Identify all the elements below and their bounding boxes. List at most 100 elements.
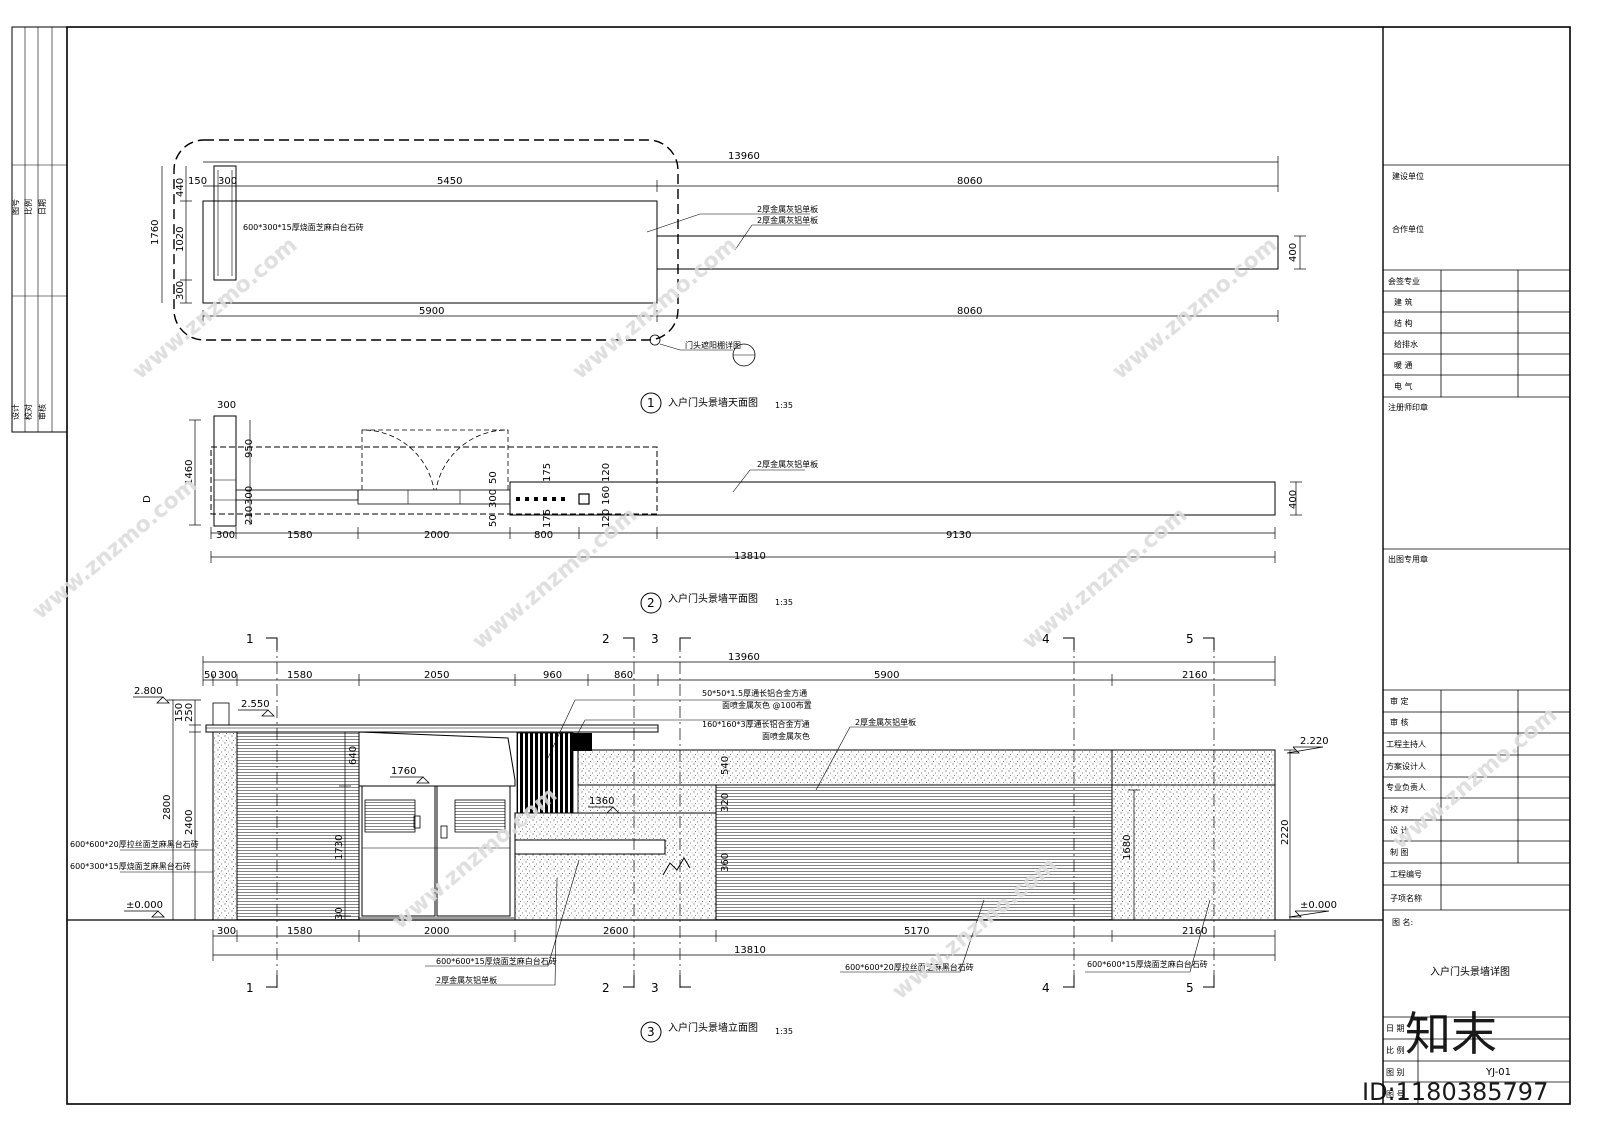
el-vd-150: 150 <box>174 703 185 722</box>
el-vd-320: 320 <box>720 793 731 812</box>
grid-5-bottom: 5 <box>1186 981 1194 995</box>
strip-bot-2: 校对 <box>23 404 33 420</box>
tb-bottom-2: 比 例 <box>1386 1045 1405 1055</box>
strip-top-1: 图号 <box>11 199 20 215</box>
p1-dim-total: 13960 <box>728 151 760 162</box>
el-vd-2400: 2400 <box>184 810 195 835</box>
p2-dim-300top: 300 <box>217 400 236 411</box>
p2-note-metal: 2厚金属灰铝单板 <box>757 459 818 469</box>
el-lvl-0-right: ±0.000 <box>1300 900 1337 911</box>
p1-note-metal2: 2厚金属灰铝单板 <box>757 215 818 225</box>
tb-role-7: 设 计 <box>1390 825 1409 835</box>
el-bdim-2160: 2160 <box>1182 926 1207 937</box>
watermark-2: www.znzmo.com <box>568 233 742 385</box>
p2-dim-300v: 300 <box>244 486 255 505</box>
p1-dim-left: 5450 <box>437 176 462 187</box>
grid-3-top: 3 <box>651 632 659 646</box>
tb-bottom-1: 日 期 <box>1386 1024 1405 1033</box>
p1-dim-bottom-right: 8060 <box>957 306 982 317</box>
el-vd-540: 540 <box>720 756 731 775</box>
el-dim-5900: 5900 <box>874 670 899 681</box>
el-dim-960: 960 <box>543 670 562 681</box>
tb-cosign: 会签专业 <box>1388 276 1420 286</box>
title-block-texts: 建设单位 合作单位 会签专业 建 筑 结 构 给排水 暖 通 电 气 注册师印章… <box>1386 171 1511 1099</box>
strip-top-2: 比例 <box>23 199 33 215</box>
el-lvl-1760: 1760 <box>391 766 416 777</box>
sheet-frame <box>11 26 1571 1105</box>
p1-dim-1760: 1760 <box>150 220 161 245</box>
watermark-1: www.znzmo.com <box>128 233 302 385</box>
watermark: www.znzmo.com www.znzmo.com www.znzmo.co… <box>28 233 1562 1106</box>
strip-bot-3: 审核 <box>37 404 47 420</box>
tb-client: 建设单位 <box>1392 171 1424 181</box>
strip-bot-1: 设计 <box>10 404 20 420</box>
tb-role-5: 专业负责人 <box>1386 782 1426 792</box>
el-lvl-2220: 2.220 <box>1300 736 1329 747</box>
el-bnote-stone2: 600*600*20厚拉丝面芝麻黑台石砖 <box>845 962 974 972</box>
p1-title: 入户门头景墙天面图 <box>668 396 758 409</box>
el-dim-total: 13960 <box>728 652 760 663</box>
el-bdim-2000: 2000 <box>424 926 449 937</box>
p2-dim-300: 300 <box>216 530 235 541</box>
grid-3-bottom: 3 <box>651 981 659 995</box>
el-bdim-1580: 1580 <box>287 926 312 937</box>
p1-dim-right: 8060 <box>957 176 982 187</box>
p2-dim-s175a: 175 <box>542 463 553 482</box>
p2-number: 2 <box>647 596 655 610</box>
grid-2-bottom: 2 <box>602 981 610 995</box>
tb-drawing-no: YJ-01 <box>1485 1067 1511 1078</box>
p2-dim-9130: 9130 <box>946 530 971 541</box>
watermark-4: www.znzmo.com <box>28 473 202 625</box>
watermark-id: ID:1180385797 <box>1362 1078 1548 1106</box>
p1-dim-300: 300 <box>218 176 237 187</box>
p2-dim-1460: 1460 <box>184 460 195 485</box>
el-dim-1580: 1580 <box>287 670 312 681</box>
p2-dim-s120a: 120 <box>601 463 612 482</box>
p1-note-detail: 门头遮阳棚详图 <box>685 340 741 350</box>
watermark-3: www.znzmo.com <box>1108 233 1282 385</box>
watermark-9: www.znzmo.com <box>1388 703 1562 855</box>
p2-dim-d: D <box>142 495 153 503</box>
el-note-stone600x600: 600*600*20厚拉丝面芝麻黑台石砖 <box>70 839 199 849</box>
p1-note-stone: 600*300*15厚烧面芝麻白台石砖 <box>243 222 364 232</box>
p2-dim-s300: 300 <box>488 489 499 508</box>
p2-dim-800: 800 <box>534 530 553 541</box>
grid-5-top: 5 <box>1186 632 1194 646</box>
p2-dim-s50a: 50 <box>488 471 499 484</box>
el-note-tube50: 50*50*1.5厚通长铝合金方通 <box>702 688 807 698</box>
tb-bottom-3: 图 别 <box>1386 1068 1405 1077</box>
el-lvl-2550: 2.550 <box>241 699 270 710</box>
el-bnote-metal: 2厚金属灰铝单板 <box>436 975 497 985</box>
tb-disc-2: 结 构 <box>1394 318 1413 328</box>
p1-scale: 1:35 <box>775 401 793 410</box>
el-note-stone600x300: 600*300*15厚烧面芝麻黑台石砖 <box>70 861 191 871</box>
p1-note-metal1: 2厚金属灰铝单板 <box>757 204 818 214</box>
p2-dim-total: 13810 <box>734 551 766 562</box>
p1-number: 1 <box>647 396 655 410</box>
strip-top-3: 日期 <box>38 199 47 215</box>
el-vd-1730: 1730 <box>334 835 345 860</box>
plan-top: 13960 5450 8060 150 300 5900 8060 440 10… <box>150 139 1306 414</box>
el-vd-1680: 1680 <box>1122 835 1133 860</box>
tb-drawing-name-label: 图 名: <box>1392 917 1413 927</box>
tb-role-8: 制 图 <box>1390 847 1409 857</box>
tb-role-4: 方案设计人 <box>1386 761 1426 771</box>
el-vd-360: 360 <box>720 853 731 872</box>
p2-dim-1580: 1580 <box>287 530 312 541</box>
el-bdim-total: 13810 <box>734 945 766 956</box>
el-bdim-300: 300 <box>217 926 236 937</box>
tb-drawing-name: 入户门头景墙详图 <box>1430 965 1510 978</box>
el-vd-2220: 2220 <box>1280 820 1291 845</box>
grid-1-top: 1 <box>246 632 254 646</box>
el-bnote-stone1: 600*600*15厚烧面芝麻白台石砖 <box>436 956 557 966</box>
el-vd-2800: 2800 <box>162 795 173 820</box>
el-note-metal: 2厚金属灰铝单板 <box>855 717 916 727</box>
el-vd-30: 30 <box>334 907 345 920</box>
p2-scale: 1:35 <box>775 598 793 607</box>
watermark-6: www.znzmo.com <box>1018 503 1192 655</box>
el-dim-860: 860 <box>614 670 633 681</box>
tb-role-9: 工程编号 <box>1390 869 1422 879</box>
tb-partner: 合作单位 <box>1392 224 1424 234</box>
tb-issue-seal: 出图专用章 <box>1388 554 1428 564</box>
grid-4-top: 4 <box>1042 632 1050 646</box>
